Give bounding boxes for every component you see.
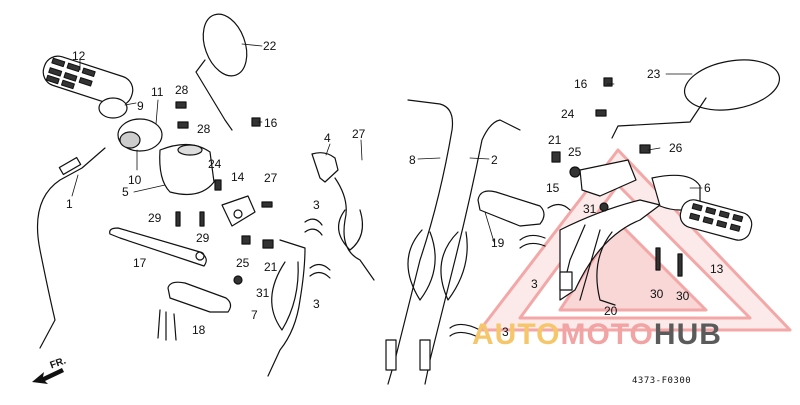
callout-21a: 21: [264, 260, 278, 274]
callout-3a: 3: [313, 198, 320, 212]
grip-19: [477, 190, 545, 227]
callout-7: 7: [251, 308, 258, 322]
watermark-part-1: AUTO: [472, 318, 561, 351]
mirror-right: [611, 59, 781, 139]
callout-5: 5: [122, 185, 129, 199]
callout-15: 15: [546, 181, 560, 195]
callout-28b: 28: [197, 122, 211, 136]
small-bolts-left: [175, 101, 274, 285]
callout-1: 1: [66, 197, 73, 211]
clamps-right: [449, 203, 571, 339]
callout-31b: 31: [583, 202, 597, 216]
drawing-code: 4373-F0300: [632, 376, 692, 386]
callout-17: 17: [133, 256, 147, 270]
callout-29b: 29: [196, 231, 210, 245]
leader-lines: [71, 43, 703, 243]
left-grip: [42, 55, 134, 119]
watermark-part-3: HUB: [653, 318, 722, 351]
callout-27b: 27: [352, 127, 366, 141]
callout-22: 22: [263, 39, 277, 53]
callout-30a: 30: [650, 287, 664, 301]
callout-4: 4: [324, 131, 331, 145]
callout-31a: 31: [256, 286, 270, 300]
front-arrow-icon: [32, 368, 64, 384]
callout-24b: 24: [561, 107, 575, 121]
watermark-text: AUTOMOTOHUB: [472, 320, 722, 350]
lever-assembly-18: [157, 281, 232, 341]
callout-9: 9: [137, 99, 144, 113]
cable-1: [37, 147, 106, 349]
callout-25a: 25: [236, 256, 250, 270]
callout-20: 20: [604, 304, 618, 318]
watermark-part-2: MOTO: [560, 318, 654, 351]
callout-3b: 3: [313, 297, 320, 311]
small-bolts-right: [551, 77, 683, 277]
callout-21b: 21: [548, 133, 562, 147]
callout-23: 23: [647, 67, 661, 81]
callout-13: 13: [710, 262, 724, 276]
callout-14: 14: [231, 170, 245, 184]
clutch-lever: [109, 227, 207, 267]
mirror-left: [195, 13, 248, 131]
callout-11: 11: [151, 85, 164, 99]
callout-29a: 29: [148, 211, 162, 225]
bracket-4: [311, 152, 375, 281]
cable-7: [267, 239, 306, 377]
callout-26: 26: [669, 141, 683, 155]
callout-25b: 25: [568, 145, 582, 159]
callout-2: 2: [491, 153, 498, 167]
callout-24a: 24: [208, 157, 222, 171]
switch-housing-left: [117, 118, 215, 195]
callout-3d: 3: [502, 325, 509, 339]
callout-6: 6: [704, 181, 711, 195]
callout-27a: 27: [264, 171, 278, 185]
cables-8-2: [385, 99, 521, 385]
callout-10: 10: [128, 173, 142, 187]
callout-12: 12: [72, 49, 86, 63]
callout-3c: 3: [531, 277, 538, 291]
callout-8: 8: [409, 153, 416, 167]
callout-18: 18: [192, 323, 206, 337]
right-grip: [679, 199, 753, 241]
switch-14: [221, 195, 256, 227]
callout-28a: 28: [175, 83, 189, 97]
callout-30b: 30: [676, 289, 690, 303]
callout-16b: 16: [574, 77, 588, 91]
clamp-parts-3: [304, 218, 331, 279]
callout-16a: 16: [264, 116, 278, 130]
wire-harness-20: [559, 224, 601, 301]
callout-19: 19: [491, 236, 505, 250]
